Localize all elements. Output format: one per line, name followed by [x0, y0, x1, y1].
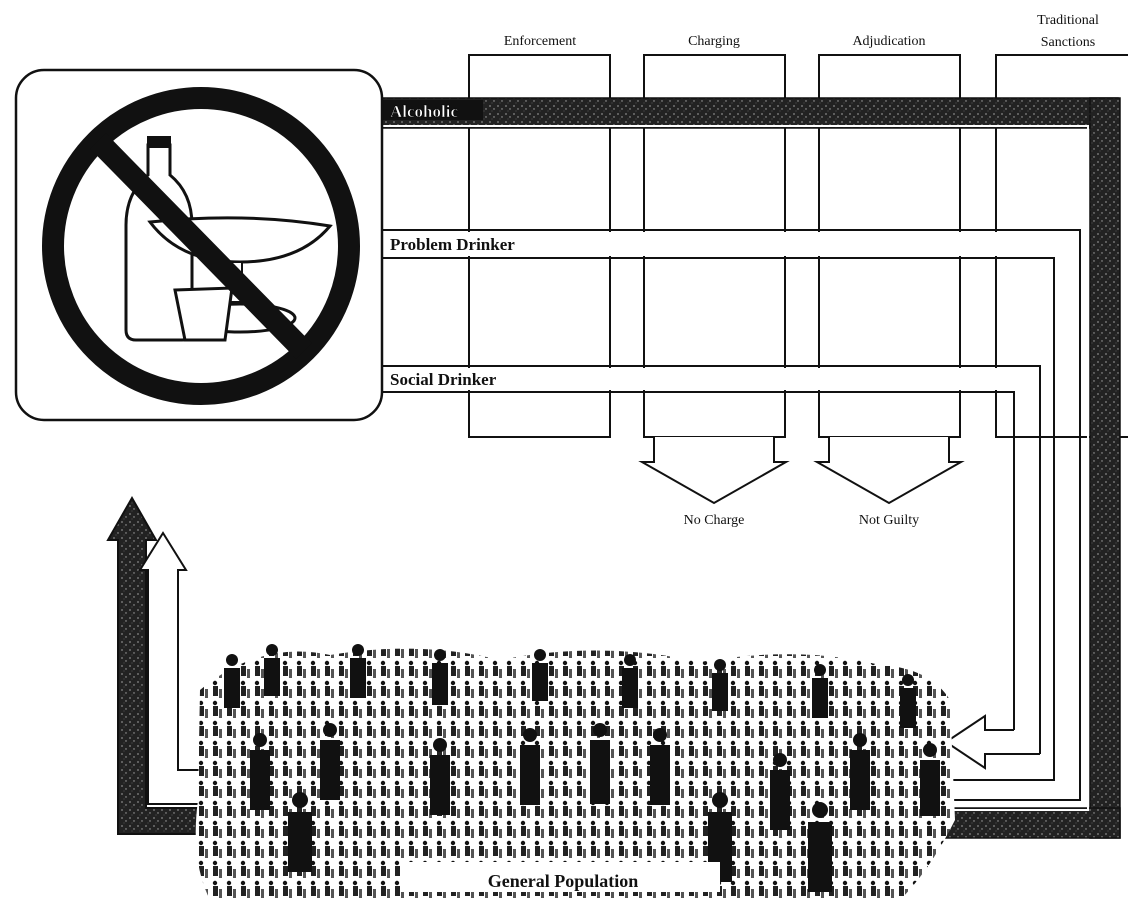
outcome-label-no-charge: No Charge — [684, 513, 745, 528]
stage-label-sanctions-line2: Sanctions — [1041, 35, 1095, 50]
problem-drinker-label-bg — [384, 232, 1054, 256]
stage-label-adjudication: Adjudication — [852, 34, 925, 49]
population-label: General Population — [488, 871, 639, 891]
flow-label-alcoholic: Alcoholic — [390, 102, 458, 121]
problem-drinker-flow — [382, 229, 1081, 801]
problem-drinker-return-arrow — [138, 531, 216, 805]
stage-label-charging: Charging — [688, 34, 740, 49]
not-guilty-arrow — [813, 437, 965, 505]
crowd-illustration — [195, 644, 955, 900]
alcoholic-flow — [381, 97, 1121, 839]
return-arrows — [106, 495, 216, 835]
stage-label-sanctions-line1: Traditional — [1037, 13, 1099, 28]
social-drinker-label-bg — [384, 368, 1014, 390]
outcome-label-not-guilty: Not Guilty — [859, 513, 919, 528]
alcoholic-return-arrow — [106, 495, 216, 835]
flow-label-social-drinker: Social Drinker — [390, 370, 497, 389]
alcoholic-label-bg — [383, 100, 483, 120]
stage-label-enforcement: Enforcement — [504, 34, 576, 49]
no-drinking-icon — [14, 68, 384, 422]
no-charge-arrow — [638, 437, 790, 505]
flow-label-problem-drinker: Problem Drinker — [390, 235, 515, 254]
social-drinker-flow — [382, 365, 1041, 770]
